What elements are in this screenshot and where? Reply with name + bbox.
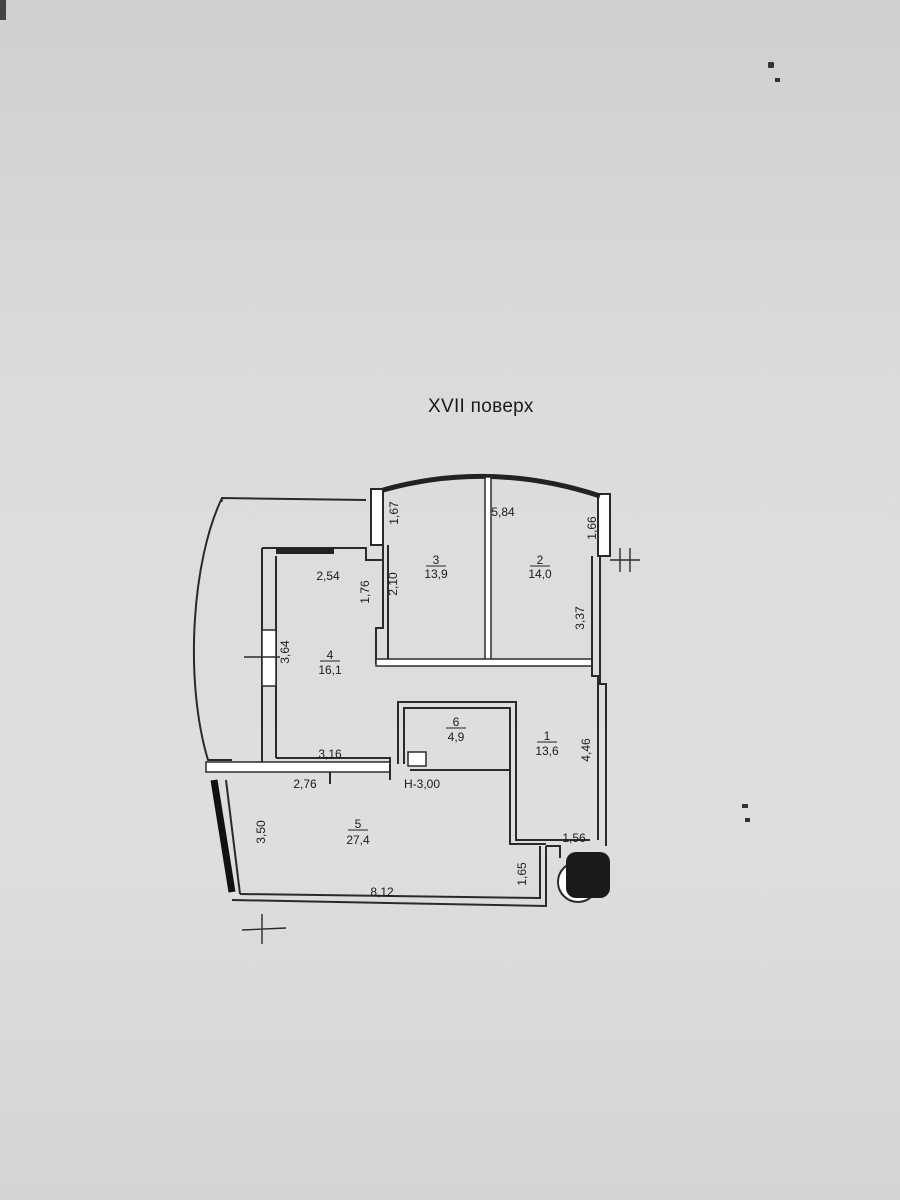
left-edge-mark [0, 0, 6, 20]
room-4-label: 4 16,1 [318, 648, 342, 677]
room-3-area: 13,9 [424, 567, 448, 581]
partition-3-2 [484, 476, 492, 662]
side-mark [742, 804, 748, 808]
floor-title: XVII поверх [428, 396, 534, 417]
dim-1-66: 1,66 [585, 516, 599, 540]
room-1-number: 1 [544, 729, 551, 743]
room-4-number: 4 [327, 648, 334, 662]
wall-4-5 [205, 761, 391, 773]
ceiling-height: Н-3,00 [404, 777, 440, 791]
room-1-label: 1 13,6 [535, 729, 559, 758]
room-2-label: 2 14,0 [528, 553, 552, 581]
dim-3-37: 3,37 [573, 606, 587, 630]
room2-right-wall-a [591, 556, 599, 840]
room3-left-wall [375, 545, 384, 664]
room-2-area: 14,0 [528, 567, 552, 581]
dim-5-84: 5,84 [491, 505, 515, 519]
room-2-number: 2 [537, 553, 544, 567]
room2-right-wall-b [599, 556, 607, 846]
redaction-blot [566, 852, 610, 898]
dim-8-12: 8,12 [370, 885, 394, 899]
corner-mark-top-2 [775, 78, 780, 82]
room-3-number: 3 [433, 553, 440, 567]
dim-2-76: 2,76 [293, 777, 317, 791]
room5-corner [546, 845, 561, 858]
wall-4-5-step [329, 764, 391, 784]
dim-3-16: 3,16 [318, 747, 342, 761]
room5-bottom-wall-inner [239, 846, 541, 900]
room-5-number: 5 [355, 817, 362, 831]
room5-bottom-tick [241, 914, 287, 944]
room-5-label: 5 27,4 [346, 817, 370, 847]
room-6-number: 6 [453, 715, 460, 729]
wall-pier-right [597, 493, 611, 557]
room-6-label: 6 4,9 [446, 715, 466, 744]
room4-left-window [261, 629, 277, 687]
dim-3-64: 3,64 [278, 640, 292, 664]
room4-top-wall-thick [276, 548, 334, 554]
room6-outer [397, 701, 590, 841]
room-5-area: 27,4 [346, 833, 370, 847]
room5-left-thick-wall [210, 779, 236, 893]
room2-window-tick [610, 548, 640, 572]
room5-bottom-wall [231, 846, 547, 908]
wall-pier-left [370, 488, 384, 546]
corner-mark-top [768, 62, 774, 68]
room6-fixture [407, 751, 427, 767]
side-mark-2 [745, 818, 750, 822]
dim-4-46: 4,46 [579, 738, 593, 762]
room5-left-wall-inner [225, 779, 241, 895]
dim-2-54: 2,54 [316, 569, 340, 583]
dim-2-10: 2,10 [386, 572, 400, 596]
dim-1-76: 1,76 [358, 580, 372, 604]
room-1-area: 13,6 [535, 744, 559, 758]
room-6-area: 4,9 [448, 730, 465, 744]
dim-1-56: 1,56 [562, 831, 586, 845]
dim-1-67: 1,67 [387, 501, 401, 525]
room6-inner [403, 707, 546, 845]
room-4-area: 16,1 [318, 663, 342, 677]
rooms-2-3-bottom-wall [375, 658, 593, 667]
dim-3-50: 3,50 [254, 820, 268, 844]
dim-1-65: 1,65 [515, 862, 529, 886]
room-3-label: 3 13,9 [424, 553, 448, 581]
balcony-outline [192, 496, 367, 761]
